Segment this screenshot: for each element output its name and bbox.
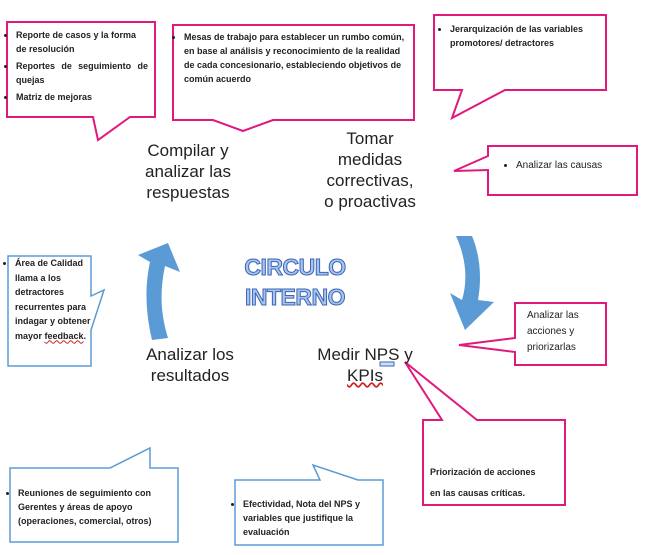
callout-line: en las causas críticas. (430, 488, 526, 498)
step-line: Tomar (346, 129, 394, 148)
callout-work-tables: Mesas de trabajo para establecer un rumb… (176, 30, 408, 89)
title-line: INTERNO (245, 284, 347, 311)
feedback-word: feedback (44, 330, 84, 341)
callout-item: Analizar las causas (516, 159, 630, 173)
step-analyze: Analizar los resultados (130, 344, 250, 386)
callout-compile-outline (6, 21, 156, 142)
callout-quality: Área de Calidad llama a los detractores … (9, 256, 91, 346)
step-line: analizar las (145, 162, 231, 181)
callout-compile: Reporte de casos y la forma de resolució… (8, 28, 148, 107)
callout-item: Matriz de mejoras (16, 90, 148, 104)
step-corrective: Tomar medidas correctivas, o proactivas (310, 128, 430, 212)
callout-causes-outline (453, 145, 638, 196)
step-line: Analizar los (146, 345, 234, 364)
step-line: respuestas (146, 183, 230, 202)
step-line: KPIs (347, 366, 383, 385)
callout-item: Mesas de trabajo para establecer un rumb… (184, 30, 408, 86)
callout-effectiveness: Efectividad, Nota del NPS y variables qu… (237, 497, 377, 542)
callout-actions-outline (458, 302, 607, 366)
title-line: CIRCULO (244, 254, 347, 281)
step-line: correctivas, (326, 171, 414, 190)
step-line: medidas (337, 150, 403, 169)
callout-item: Efectividad, Nota del NPS y variables qu… (243, 497, 377, 539)
callout-work-tables-outline (172, 24, 415, 133)
arrow-down-icon (450, 236, 494, 330)
callout-item: Área de Calidad llama a los detractores … (15, 256, 91, 343)
step-line: Medir NPS y (317, 345, 413, 364)
callout-actions: Analizar las acciones y priorizarlas (527, 310, 579, 353)
step-line: o proactivas (324, 192, 416, 211)
text-cursor-marker (379, 361, 395, 367)
callout-meetings: Reuniones de seguimiento con Gerentes y … (12, 486, 177, 531)
callout-hierarchy-outline (433, 14, 607, 121)
callout-item: Jerarquización de las variables promotor… (450, 22, 600, 50)
callout-line: Priorización de acciones (430, 467, 536, 477)
step-compile: Compilar y analizar las respuestas (128, 140, 248, 203)
callout-item: Reporte de casos y la forma de resolució… (16, 28, 148, 56)
callout-quality-outline (7, 255, 106, 367)
callout-item: Reportes de seguimiento de quejas (16, 59, 148, 87)
callout-hierarchy: Jerarquización de las variables promotor… (442, 22, 600, 53)
arrow-up-icon (138, 243, 180, 340)
callout-text: Área de Calidad llama a los detractores … (15, 258, 91, 341)
callout-meetings-outline (9, 446, 179, 543)
callout-effectiveness-outline (234, 463, 384, 546)
step-measure: Medir NPS y KPIs (305, 344, 425, 386)
callout-item: Reuniones de seguimiento con Gerentes y … (18, 486, 177, 528)
step-line: Compilar y (147, 141, 229, 160)
step-line: resultados (150, 366, 230, 385)
diagram-title: CIRCULO INTERNO (225, 252, 365, 312)
callout-causes: Analizar las causas (500, 159, 630, 176)
callout-prioritize-outline (404, 361, 566, 506)
callout-prioritize: Priorización de acciones en las causas c… (430, 462, 564, 504)
